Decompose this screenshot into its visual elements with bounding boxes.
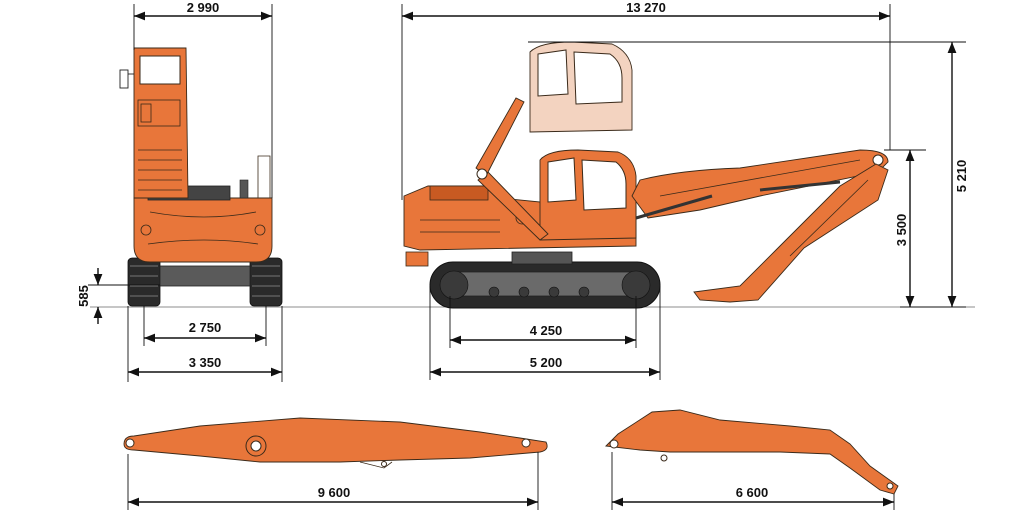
dim-arm-length: 6 600 — [611, 452, 895, 510]
dim-boom-length: 9 600 — [127, 452, 539, 510]
tumbler-distance-label: 4 250 — [530, 323, 563, 338]
boom-part — [123, 417, 548, 463]
front-cab — [133, 47, 189, 199]
track-width-label: 3 350 — [189, 355, 222, 370]
track-gauge-label: 2 750 — [189, 320, 222, 335]
arm-part — [605, 409, 899, 495]
dim-max-height: 5 210 — [528, 41, 969, 308]
front-upper-body — [133, 197, 273, 263]
dim-cab-height: 3 500 — [884, 149, 926, 307]
boom-length-label: 9 600 — [318, 485, 351, 500]
max-height-label: 5 210 — [954, 160, 969, 193]
right-track — [249, 257, 283, 307]
front-view — [119, 47, 283, 307]
dim-overall-width: 2 990 — [133, 0, 273, 198]
track-length-label: 5 200 — [530, 355, 563, 370]
dim-overall-length: 13 270 — [401, 0, 891, 200]
cab-height-label: 3 500 — [894, 214, 909, 247]
overall-width-label: 2 990 — [187, 0, 220, 15]
side-mirror — [119, 69, 129, 89]
dim-ground-clearance: 585 — [76, 268, 160, 324]
undercarriage-frame — [159, 265, 251, 287]
left-track — [127, 257, 161, 307]
side-view — [403, 41, 889, 309]
ground-clearance-label: 585 — [76, 285, 91, 307]
side-arm — [693, 163, 889, 303]
dim-track-width: 3 350 — [127, 306, 283, 382]
overall-length-label: 13 270 — [626, 0, 666, 15]
dim-track-length: 5 200 — [429, 286, 661, 380]
dim-tumbler-distance: 4 250 — [449, 296, 637, 348]
front-cab-window — [139, 55, 181, 85]
arm-length-label: 6 600 — [736, 485, 769, 500]
dim-track-gauge: 2 750 — [143, 306, 267, 346]
